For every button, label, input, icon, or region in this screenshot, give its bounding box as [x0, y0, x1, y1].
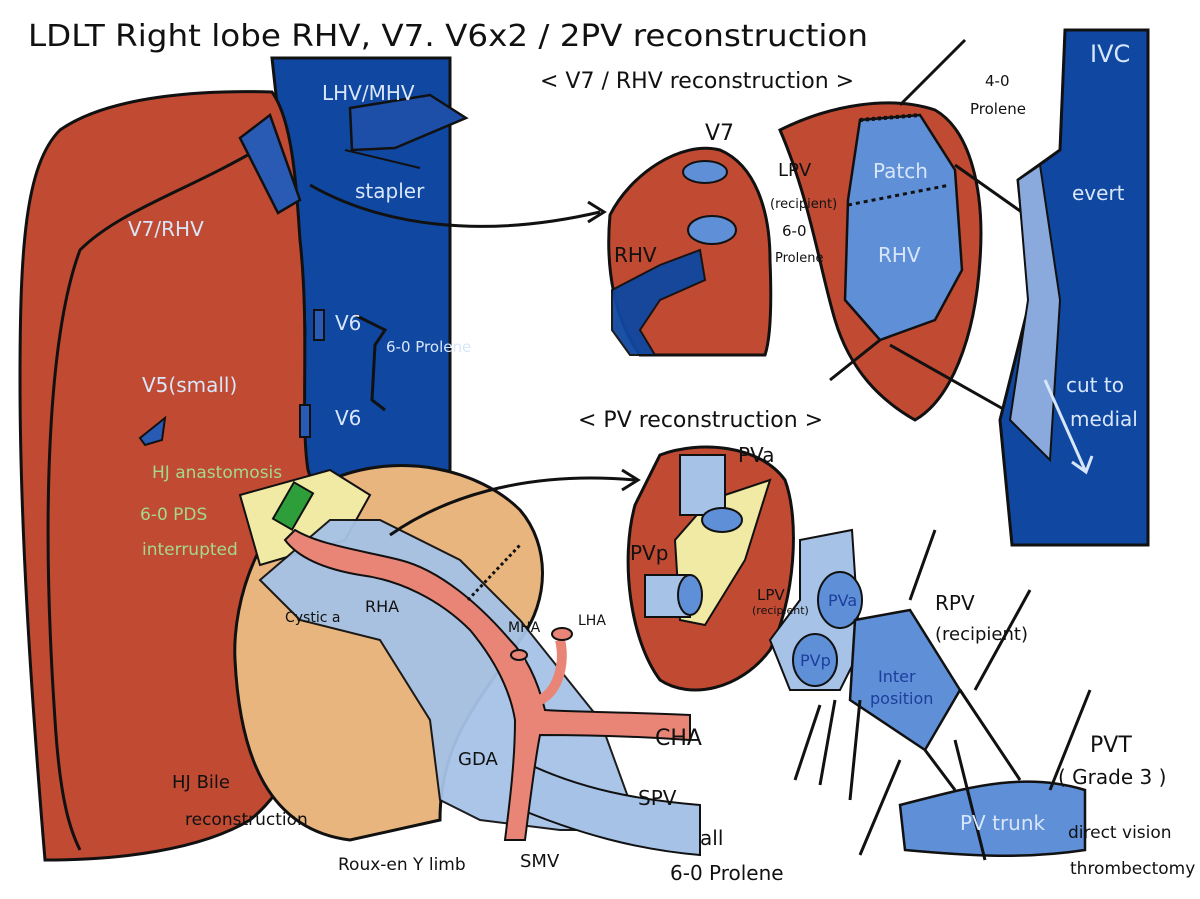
v7-section-heading: < V7 / RHV reconstruction >	[540, 69, 854, 94]
label-grade: ( Grade 3 )	[1058, 765, 1166, 789]
label-lpv-recipient: LPV	[778, 160, 812, 181]
lhv-mhv-stapler	[348, 93, 469, 152]
label-pvp: PVp	[630, 541, 668, 565]
v7-rhv-vein	[611, 248, 707, 356]
v7-rhv-stump	[238, 112, 302, 215]
pv-trunk	[898, 780, 1087, 858]
label-cha: CHA	[655, 726, 702, 751]
label-v6-top: V6	[335, 311, 361, 335]
v7-panel	[607, 146, 773, 357]
pv-panel	[626, 445, 795, 692]
label-prolene-60-b: Prolene	[775, 251, 823, 266]
label-recipient2: (recipient)	[752, 604, 809, 617]
label-hj-anastomosis: HJ anastomosis	[152, 463, 282, 483]
label-roux: Roux-en Y limb	[338, 855, 466, 875]
label-pv-trunk: PV trunk	[960, 811, 1046, 835]
label-prolene-60-a: 6-0	[782, 222, 807, 240]
label-pvt: PVT	[1090, 733, 1132, 758]
label-all-prolene: 6-0 Prolene	[670, 861, 784, 885]
label-pva: PVa	[738, 443, 774, 467]
label-v7-rhv: V7/RHV	[128, 217, 204, 241]
label-evert: evert	[1072, 181, 1125, 205]
label-direct-vision: direct vision	[1068, 823, 1172, 843]
label-rhv-big: RHV	[878, 243, 921, 267]
label-lha: LHA	[578, 613, 606, 629]
label-gda: GDA	[458, 749, 498, 770]
label-spv: SPV	[638, 786, 677, 810]
label-prolene-40-b: Prolene	[970, 100, 1026, 118]
label-pds: 6-0 PDS	[140, 505, 207, 525]
label-cystic-a: Cystic a	[285, 610, 340, 626]
hepatic-artery	[283, 528, 691, 841]
label-lpv2: LPV	[757, 586, 785, 604]
label-mha: MHA	[508, 620, 541, 636]
label-recipient3: (recipient)	[935, 624, 1028, 645]
interposition-graft	[848, 608, 962, 752]
splenic-vein	[508, 758, 701, 857]
label-pva2: PVa	[828, 591, 857, 610]
label-pvp2: PVp	[800, 651, 831, 670]
hj-anastomosis-graft	[271, 480, 315, 532]
label-cut-to: cut to	[1066, 373, 1124, 397]
v5-stump	[138, 415, 167, 447]
label-stapler: stapler	[355, 179, 425, 203]
label-rhv-small: RHV	[614, 243, 657, 267]
ivc-panel	[998, 28, 1150, 547]
pv-interposition	[768, 528, 1092, 861]
label-medial: medial	[1070, 407, 1138, 431]
label-patch: Patch	[873, 159, 928, 183]
label-interposition-a: Inter	[878, 667, 916, 686]
label-all: all	[700, 826, 723, 850]
pv-section-heading: < PV reconstruction >	[578, 408, 823, 433]
label-v6-prolene: 6-0 Prolene	[386, 338, 471, 356]
pva-stump	[679, 454, 726, 516]
label-v7: V7	[705, 121, 734, 146]
label-recipient: (recipient)	[770, 197, 837, 212]
label-hj-bile: HJ Bile	[172, 772, 230, 793]
label-v6-bottom: V6	[335, 406, 361, 430]
patch-graft	[843, 113, 964, 342]
label-interposition-b: position	[870, 689, 933, 708]
v6-bottom-stump	[299, 404, 311, 438]
label-interrupted: interrupted	[142, 540, 238, 560]
label-rha: RHA	[365, 597, 399, 616]
rhv-patch-panel	[778, 38, 1041, 422]
label-prolene-40-a: 4-0	[985, 72, 1010, 90]
v6-top-stump	[313, 309, 325, 341]
label-smv: SMV	[520, 851, 560, 872]
label-v5: V5(small)	[142, 373, 237, 397]
label-ivc: IVC	[1090, 40, 1130, 68]
page-title: LDLT Right lobe RHV, V7. V6x2 / 2PV reco…	[28, 19, 868, 54]
label-lhv-mhv: LHV/MHV	[322, 81, 415, 105]
label-thrombectomy: thrombectomy	[1070, 859, 1195, 879]
main-liver-drawing	[18, 56, 701, 862]
label-rpv: RPV	[935, 591, 975, 615]
label-reconstruction: reconstruction	[185, 810, 308, 830]
